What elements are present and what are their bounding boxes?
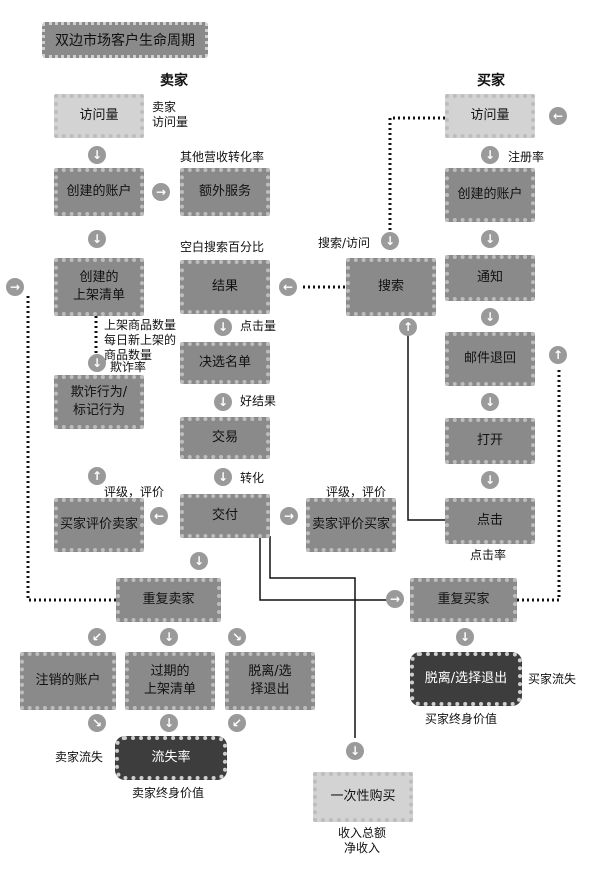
bounce-box: 邮件退回 bbox=[445, 332, 535, 386]
buyer-header: 买家 bbox=[477, 73, 505, 89]
arrow-left-icon: ← bbox=[549, 107, 567, 125]
good-results-label: 好结果 bbox=[240, 394, 277, 408]
arrow-down-icon: ↓ bbox=[456, 628, 474, 646]
arrow-right-icon: → bbox=[386, 590, 404, 608]
arrow-down-icon: ↓ bbox=[346, 742, 364, 760]
expired-listing-box: 过期的 上架清单 bbox=[125, 652, 215, 710]
arrow-up-icon: ↑ bbox=[549, 346, 567, 364]
seller-leave-box: 脱离/选 择退出 bbox=[225, 652, 315, 710]
search-box: 搜索 bbox=[346, 258, 436, 316]
arrow-down-icon: ↓ bbox=[381, 232, 399, 250]
extra-services-box: 额外服务 bbox=[180, 168, 270, 216]
repeat-buyer-loop-connector bbox=[517, 370, 561, 602]
transaction-box: 交易 bbox=[180, 417, 270, 459]
arrow-up-icon: ↑ bbox=[88, 467, 106, 485]
click-count-label: 点击量 bbox=[240, 319, 277, 333]
arrow-left-icon: ← bbox=[150, 507, 168, 525]
repeat-seller-loop-connector bbox=[26, 296, 116, 602]
rating-right-label: 评级，评价 bbox=[326, 485, 387, 499]
arrow-down-icon: ↓ bbox=[481, 146, 499, 164]
arrow-right-icon: → bbox=[152, 183, 170, 201]
arrow-down-icon: ↓ bbox=[214, 318, 232, 336]
diagram-title: 双边市场客户生命周期 bbox=[42, 22, 208, 58]
repeat-buyer-box: 重复买家 bbox=[410, 578, 517, 622]
arrow-down-icon: ↓ bbox=[481, 471, 499, 489]
fraud-box: 欺诈行为/ 标记行为 bbox=[54, 375, 144, 429]
other-revenue-label: 其他营收转化率 bbox=[180, 150, 265, 164]
buyer-visits-to-search-connector bbox=[388, 116, 445, 232]
delivery-repeat-buyer-connector bbox=[259, 536, 392, 601]
click-box: 点击 bbox=[445, 498, 535, 544]
search-visit-label: 搜索/访问 bbox=[318, 236, 371, 250]
arrow-down-icon: ↓ bbox=[190, 552, 208, 570]
seller-listings-box: 创建的 上架清单 bbox=[54, 258, 144, 316]
arrow-down-icon: ↓ bbox=[481, 393, 499, 411]
arrow-down-icon: ↓ bbox=[88, 230, 106, 248]
cancelled-account-box: 注销的账户 bbox=[20, 652, 116, 710]
arrow-downleft-icon: ↙ bbox=[88, 628, 106, 646]
click-through-rate-label: 点击率 bbox=[470, 548, 507, 562]
notify-box: 通知 bbox=[445, 255, 535, 301]
seller-ltv-label: 卖家终身价值 bbox=[132, 786, 205, 800]
one-time-purchase-box: 一次性购买 bbox=[313, 772, 413, 822]
buyer-ltv-label: 买家终身价值 bbox=[425, 712, 498, 726]
conversion-label: 转化 bbox=[240, 471, 265, 485]
buyer-rates-seller-box: 买家评价卖家 bbox=[54, 498, 144, 552]
arrow-downright-icon: ↘ bbox=[228, 628, 246, 646]
arrow-down-icon: ↓ bbox=[214, 468, 232, 486]
delivery-box: 交付 bbox=[180, 494, 270, 538]
arrow-down-icon: ↓ bbox=[214, 393, 232, 411]
repeat-seller-box: 重复卖家 bbox=[116, 578, 221, 622]
arrow-right-icon: → bbox=[280, 507, 298, 525]
arrow-right-icon: → bbox=[6, 278, 24, 296]
arrow-down-icon: ↓ bbox=[160, 628, 178, 646]
arrow-downright-icon: ↘ bbox=[88, 714, 106, 732]
buyer-churn-label: 买家流失 bbox=[528, 672, 577, 686]
arrow-down-icon: ↓ bbox=[88, 146, 106, 164]
arrow-down-icon: ↓ bbox=[481, 308, 499, 326]
buyer-visits-box: 访问量 bbox=[445, 94, 535, 138]
rating-left-label: 评级，评价 bbox=[104, 485, 165, 499]
fraud-rate-label: 欺诈率 bbox=[110, 360, 147, 374]
seller-visits-box: 访问量 bbox=[54, 94, 144, 138]
seller-visits-label: 卖家 访问量 bbox=[152, 100, 189, 129]
arrow-downleft-icon: ↙ bbox=[228, 714, 246, 732]
seller-rates-buyer-box: 卖家评价买家 bbox=[306, 498, 396, 552]
seller-header: 卖家 bbox=[160, 73, 188, 89]
listing-counts-label: 上架商品数量 每日新上架的 商品数量 bbox=[104, 318, 177, 362]
arrow-down-icon: ↓ bbox=[481, 230, 499, 248]
shortlist-box: 决选名单 bbox=[180, 342, 270, 384]
arrow-up-icon: ↑ bbox=[399, 318, 417, 336]
arrow-left-icon: ← bbox=[279, 278, 297, 296]
delivery-onetime-connector bbox=[269, 536, 356, 738]
results-box: 结果 bbox=[180, 260, 270, 314]
arrow-down-icon: ↓ bbox=[160, 714, 178, 732]
seller-churn-label: 卖家流失 bbox=[55, 750, 104, 764]
buyer-accounts-box: 创建的账户 bbox=[445, 168, 535, 222]
revenue-label: 收入总额 净收入 bbox=[338, 826, 387, 855]
open-box: 打开 bbox=[445, 418, 535, 464]
arrow-down-icon: ↓ bbox=[88, 354, 106, 372]
register-rate-label: 注册率 bbox=[508, 150, 545, 164]
seller-accounts-box: 创建的账户 bbox=[54, 168, 144, 216]
buyer-leave-box: 脱离/选择退出 bbox=[410, 652, 522, 706]
churn-rate-box: 流失率 bbox=[115, 736, 227, 780]
blank-search-label: 空白搜索百分比 bbox=[180, 240, 265, 254]
